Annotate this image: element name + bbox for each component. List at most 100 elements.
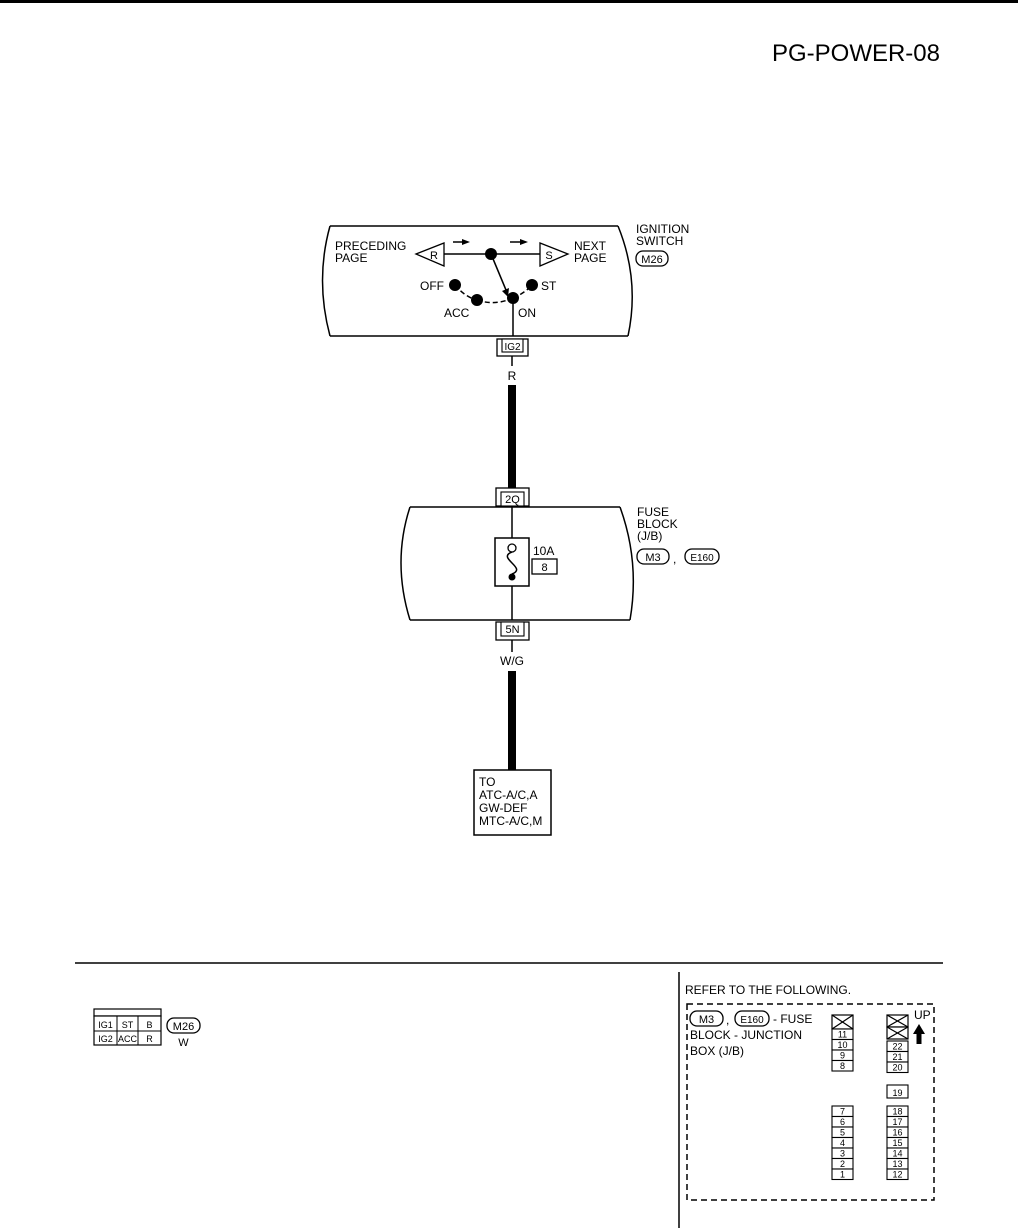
switch-off-label: OFF: [420, 279, 444, 293]
reference-connector-b-badge: [734, 1010, 770, 1027]
reference-connector-a-badge: [689, 1010, 724, 1027]
up-arrow-icon: [913, 1024, 925, 1034]
fuse-slot-number: 9: [840, 1051, 845, 1061]
fuse-slot-cell: [886, 1084, 909, 1099]
cross-line: [831, 1014, 854, 1030]
fuse-slot-number: 19: [892, 1088, 902, 1098]
fuse-bottom-node: [508, 573, 516, 581]
next-page-label-1: NEXT: [574, 239, 607, 253]
pin-r: R: [146, 1034, 153, 1044]
fuse-slot-number: 18: [892, 1107, 902, 1117]
cross-line: [886, 1014, 909, 1028]
fuse-connector-a-badge: [636, 548, 670, 565]
fuse-block-left-edge: [400, 506, 411, 621]
fuse-slot-number: 10: [837, 1040, 847, 1050]
fuse-number: 8: [541, 562, 547, 574]
ref-right-letter: S: [545, 250, 552, 262]
fuse-slot-cell: [831, 1168, 854, 1181]
reference-desc-1: - FUSE: [773, 1012, 812, 1026]
reference-heading: REFER TO THE FOLLOWING.: [685, 983, 851, 997]
switch-on-label: ON: [518, 306, 536, 320]
terminal-ig2: IG2: [496, 338, 529, 357]
destination-line-1: TO: [479, 775, 495, 789]
fuse-slot-cell: [886, 1061, 909, 1074]
wire-top-color: R: [508, 369, 517, 383]
current-arrow-right-head: [520, 239, 528, 245]
connector-view-badge: [166, 1017, 201, 1034]
pin-acc: ACC: [118, 1034, 138, 1044]
reference-panel: REFER TO THE FOLLOWING. M3 , E160 - FUSE…: [685, 983, 935, 1201]
fuse-slot-number: 3: [840, 1149, 845, 1159]
fuse-slot-cell: [831, 1059, 854, 1072]
up-label: UP: [914, 1008, 931, 1022]
ignition-box-right-edge: [617, 225, 633, 337]
fuse-block-title-2: BLOCK: [637, 517, 678, 531]
preceding-page-label-1: PRECEDING: [335, 239, 406, 253]
terminal-2q: 2Q: [495, 487, 530, 507]
fuse-connector-b-label: E160: [690, 553, 714, 564]
fuse-slot-number: 15: [892, 1138, 902, 1148]
terminal-2q-inner: [500, 491, 525, 507]
reference-desc-3: BOX (J/B): [690, 1044, 744, 1058]
current-arrow-left-head: [462, 239, 470, 245]
fuse-slot-number: 22: [892, 1042, 902, 1052]
reference-connector-b-label: E160: [740, 1015, 764, 1026]
destination-line-2: ATC-A/C,A: [479, 788, 537, 802]
ignition-switch: PRECEDING PAGE R S NEXT PAGE OFF ACC ON …: [321, 222, 689, 337]
fuse-slot-number: 5: [840, 1128, 845, 1138]
fuse-slot-number: 8: [840, 1061, 845, 1071]
terminal-5n-inner: [500, 621, 525, 637]
pin-b: B: [146, 1020, 152, 1030]
fuse-element-icon: [506, 551, 518, 575]
fuse-connector-separator: ,: [673, 552, 676, 566]
connector-view-housing: [93, 1008, 162, 1017]
switch-off-node: [449, 279, 461, 291]
pin-ig1: IG1: [98, 1020, 113, 1030]
connector-view-m26: IG1 ST B IG2 ACC R M26 W: [93, 1008, 201, 1049]
fuse-block: 10A 8 FUSE BLOCK (J/B) M3 , E160: [400, 505, 720, 621]
switch-acc-label: ACC: [444, 306, 470, 320]
ignition-connector-label: M26: [641, 254, 662, 266]
switch-acc-node: [471, 294, 483, 306]
fuse-slot-number: 11: [838, 1030, 847, 1040]
fuse-connector-b-badge: [684, 548, 720, 565]
terminal-ig2-inner: [501, 338, 524, 353]
fuse-slot-number: 2: [840, 1159, 845, 1169]
next-page-label-2: PAGE: [574, 251, 606, 265]
terminal-ig2-label: IG2: [504, 342, 521, 353]
fuse-slot-number: 1: [840, 1170, 845, 1180]
fuse-slot-number: 14: [892, 1149, 902, 1159]
reference-connector-a-label: M3: [699, 1014, 714, 1026]
connector-view-name: M26: [173, 1021, 194, 1033]
fuse-slot-number: 4: [840, 1138, 845, 1148]
destination-frame: [473, 769, 552, 836]
ref-left-letter: R: [430, 250, 438, 262]
pin-ig2: IG2: [98, 1034, 113, 1044]
wire-bottom-color: W/G: [500, 654, 524, 668]
pin-st: ST: [122, 1020, 134, 1030]
ignition-switch-title-1: IGNITION: [636, 222, 689, 236]
ignition-switch-title-2: SWITCH: [636, 234, 683, 248]
fuse-slots-right-single: 19: [886, 1084, 909, 1099]
switch-st-label: ST: [541, 279, 557, 293]
fuse-slot-number: 21: [892, 1052, 902, 1062]
fuse-number-box: [531, 558, 558, 575]
destination-line-4: MTC-A/C,M: [479, 814, 542, 828]
page-code: PG-POWER-08: [771, 40, 940, 67]
fuse-block-title-3: (J/B): [637, 529, 662, 543]
up-arrow-shaft: [916, 1034, 922, 1044]
cross-line: [886, 1026, 909, 1040]
fuse-slot-cell: [886, 1168, 909, 1181]
connector-view-color: W: [178, 1037, 189, 1049]
terminal-5n: 5N: [495, 621, 530, 641]
fuse-top-node: [507, 543, 517, 553]
terminal-5n-label: 5N: [505, 624, 519, 636]
terminal-2q-label: 2Q: [505, 494, 520, 506]
reference-dashed-frame: [686, 1003, 935, 1201]
top-border: [0, 0, 1018, 3]
